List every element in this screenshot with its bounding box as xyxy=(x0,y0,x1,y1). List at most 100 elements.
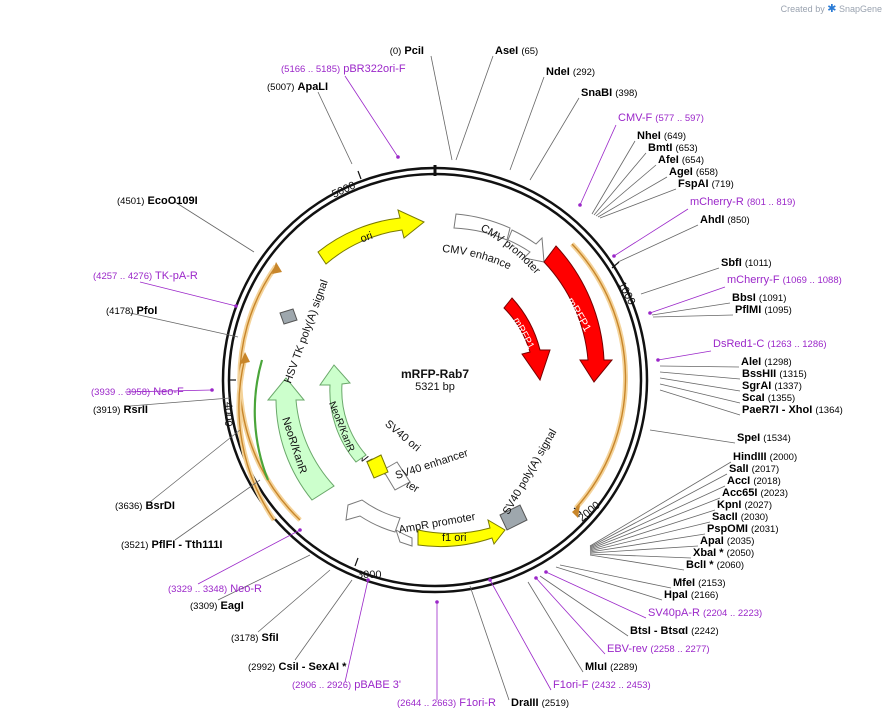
enzyme-site-label[interactable]: (3309) EagI xyxy=(190,600,244,612)
primer-label[interactable]: (3329 .. 3348) Neo-R xyxy=(168,583,262,595)
enzyme-site-label[interactable]: HindIII (2000) xyxy=(733,451,797,463)
enzyme-site-label[interactable]: (4501) EcoO109I xyxy=(117,195,198,207)
site-position: (65) xyxy=(521,46,538,57)
site-name: AgeI xyxy=(669,166,693,178)
primer-marker xyxy=(612,254,616,258)
site-position: (2023) xyxy=(761,488,788,499)
enzyme-site-label[interactable]: XbaI * (2050) xyxy=(693,547,754,559)
enzyme-site-label[interactable]: (3636) BsrDI xyxy=(115,500,175,512)
enzyme-site-label[interactable]: KpnI (2027) xyxy=(717,499,772,511)
site-leader-line xyxy=(589,545,699,554)
site-name: pBR322ori-F xyxy=(343,63,406,75)
site-name: PflMI xyxy=(735,304,761,316)
enzyme-site-label[interactable]: Acc65I (2023) xyxy=(722,487,788,499)
enzyme-site-label[interactable]: NheI (649) xyxy=(637,130,686,142)
site-leader-line xyxy=(591,140,636,215)
site-name: SnaBI xyxy=(581,87,612,99)
enzyme-site-label[interactable]: MluI (2289) xyxy=(585,661,638,673)
site-name: AleI xyxy=(741,356,761,368)
enzyme-site-label[interactable]: BbsI (1091) xyxy=(732,292,786,304)
site-name: ScaI xyxy=(742,392,765,404)
neor-kanr-outer-arrow xyxy=(266,377,335,501)
enzyme-site-label[interactable]: AgeI (658) xyxy=(669,166,718,178)
site-name: mCherry-F xyxy=(727,274,780,286)
site-name: DraIII xyxy=(511,697,539,709)
enzyme-site-label[interactable]: PspOMI (2031) xyxy=(707,523,778,535)
enzyme-site-label[interactable]: ScaI (1355) xyxy=(742,392,795,404)
primer-label[interactable]: mCherry-R (801 .. 819) xyxy=(690,196,795,208)
site-position: (2031) xyxy=(751,524,778,535)
enzyme-site-label[interactable]: BtsI - BtsαI (2242) xyxy=(630,625,719,637)
enzyme-site-label[interactable]: (0) PciI xyxy=(390,45,424,57)
site-name: NheI xyxy=(637,130,661,142)
primer-label[interactable]: EBV-rev (2258 .. 2277) xyxy=(607,643,710,655)
enzyme-site-label[interactable]: HpaI (2166) xyxy=(664,589,718,601)
site-name: AccI xyxy=(727,475,750,487)
tick-3000 xyxy=(354,557,359,567)
enzyme-site-label[interactable]: (3521) PflFI - Tth111I xyxy=(121,539,222,551)
tick-5000 xyxy=(357,170,362,180)
enzyme-site-label[interactable]: PaeR7I - XhoI (1364) xyxy=(742,404,843,416)
site-leader-lines xyxy=(124,55,741,701)
primer-label[interactable]: (2644 .. 2663) F1ori-R xyxy=(397,697,496,709)
primer-label[interactable]: F1ori-F (2432 .. 2453) xyxy=(553,679,651,691)
site-leader-line xyxy=(657,350,712,361)
site-leader-line xyxy=(640,267,720,295)
enzyme-site-label[interactable]: (3178) SfiI xyxy=(231,632,279,644)
site-position: (1011) xyxy=(745,258,772,269)
enzyme-site-label[interactable]: (4178) PfoI xyxy=(106,305,157,317)
enzyme-site-label[interactable]: AfeI (654) xyxy=(658,154,704,166)
enzyme-site-label[interactable]: (2992) CsiI - SexAI * xyxy=(248,661,347,673)
enzyme-site-label[interactable]: AleI (1298) xyxy=(741,356,792,368)
enzyme-site-label[interactable]: AhdI (850) xyxy=(700,214,750,226)
enzyme-site-label[interactable]: SnaBI (398) xyxy=(581,87,637,99)
enzyme-site-label[interactable]: DraIII (2519) xyxy=(511,697,569,709)
neor-kanr-inner-arrow xyxy=(319,364,367,463)
primer-label[interactable]: (5166 .. 5185) pBR322ori-F xyxy=(281,63,406,75)
site-position: (4501) xyxy=(117,196,144,207)
primer-label[interactable]: (4257 .. 4276) TK-pA-R xyxy=(93,270,198,282)
site-position: (649) xyxy=(664,131,686,142)
enzyme-site-label[interactable]: AseI (65) xyxy=(495,45,538,57)
site-leader-line xyxy=(589,554,685,571)
site-leader-line xyxy=(124,389,213,393)
site-name: BclI * xyxy=(686,559,714,571)
primer-label[interactable]: mCherry-F (1069 .. 1088) xyxy=(727,274,842,286)
primer-label[interactable]: SV40pA-R (2204 .. 2223) xyxy=(648,607,762,619)
enzyme-site-label[interactable]: NdeI (292) xyxy=(546,66,595,78)
enzyme-site-label[interactable]: AccI (2018) xyxy=(727,475,781,487)
ori-arrow xyxy=(317,209,425,265)
enzyme-site-label[interactable]: BssHII (1315) xyxy=(742,368,807,380)
enzyme-site-label[interactable]: SbfI (1011) xyxy=(721,257,772,269)
site-leader-line xyxy=(129,397,231,407)
site-leader-line xyxy=(651,302,731,316)
orf-left-arrowhead xyxy=(240,352,250,364)
enzyme-site-label[interactable]: ApaI (2035) xyxy=(700,535,754,547)
site-name: F1ori-F xyxy=(553,679,589,691)
site-name: FspAI xyxy=(678,178,709,190)
site-position: (654) xyxy=(682,155,704,166)
enzyme-site-label[interactable]: SacII (2030) xyxy=(712,511,768,523)
primer-label[interactable]: (2906 .. 2926) pBABE 3' xyxy=(292,679,401,691)
enzyme-site-label[interactable]: FspAI (719) xyxy=(678,178,734,190)
enzyme-site-label[interactable]: SalI (2017) xyxy=(729,463,779,475)
primer-marker xyxy=(656,358,660,362)
backbone-outer xyxy=(221,166,649,594)
site-position: (2644 .. 2663) xyxy=(397,698,456,709)
enzyme-site-label[interactable]: PflMI (1095) xyxy=(735,304,792,316)
enzyme-site-label[interactable]: (5007) ApaLI xyxy=(267,81,328,93)
site-name: EcoO109I xyxy=(148,195,198,207)
primer-label[interactable]: CMV-F (577 .. 597) xyxy=(618,112,704,124)
enzyme-site-label[interactable]: SgrAI (1337) xyxy=(742,380,802,392)
site-name: AseI xyxy=(495,45,518,57)
primer-label[interactable]: DsRed1-C (1263 .. 1286) xyxy=(713,338,827,350)
enzyme-site-label[interactable]: (3919) RsrII xyxy=(93,404,148,416)
enzyme-site-label[interactable]: SpeI (1534) xyxy=(737,432,791,444)
site-position: (2000) xyxy=(770,452,797,463)
site-name: KpnI xyxy=(717,499,741,511)
primer-label[interactable]: (3939 .. 3958) Neo-F xyxy=(91,386,184,398)
enzyme-site-label[interactable]: BclI * (2060) xyxy=(686,559,744,571)
enzyme-site-label[interactable]: BmtI (653) xyxy=(648,142,698,154)
enzyme-site-label[interactable]: MfeI (2153) xyxy=(673,577,726,589)
